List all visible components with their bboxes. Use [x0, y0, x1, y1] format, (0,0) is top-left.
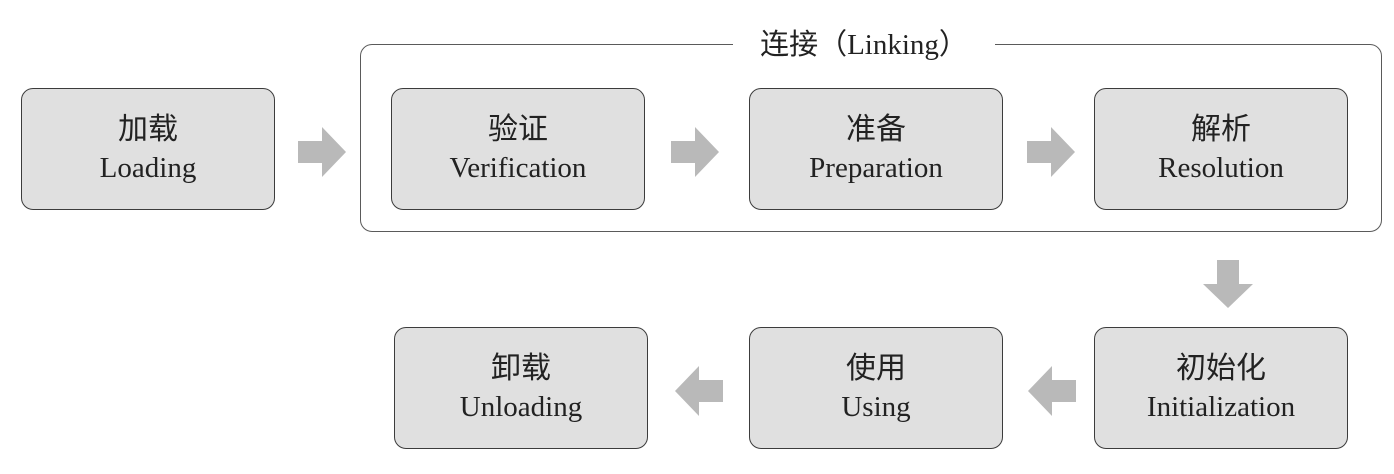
stage-using: 使用 Using [749, 327, 1003, 449]
stage-initialization: 初始化 Initialization [1094, 327, 1348, 449]
arrow-left-shape [1028, 366, 1076, 416]
arrow-down-shape [1203, 260, 1253, 308]
stage-verification-en: Verification [449, 152, 587, 184]
linking-group-title: 连接（Linking） [733, 24, 995, 66]
arrow-right-shape [1027, 127, 1075, 177]
stage-loading: 加载 Loading [21, 88, 275, 210]
stage-loading-zh: 加载 [118, 113, 178, 146]
stage-verification: 验证 Verification [391, 88, 645, 210]
arrow-down-icon [1203, 260, 1253, 308]
stage-using-en: Using [841, 391, 911, 423]
stage-preparation-zh: 准备 [846, 113, 906, 146]
stage-initialization-zh: 初始化 [1176, 352, 1266, 385]
arrow-right-icon [1027, 127, 1075, 177]
stage-initialization-en: Initialization [1146, 391, 1296, 423]
stage-preparation-en: Preparation [809, 152, 943, 184]
arrow-right-shape [671, 127, 719, 177]
stage-unloading-zh: 卸载 [491, 352, 551, 385]
stage-resolution: 解析 Resolution [1094, 88, 1348, 210]
stage-resolution-en: Resolution [1158, 152, 1284, 184]
arrow-right-icon [671, 127, 719, 177]
arrow-left-icon [675, 366, 723, 416]
stage-verification-zh: 验证 [488, 113, 548, 146]
stage-loading-en: Loading [99, 152, 197, 184]
stage-resolution-zh: 解析 [1191, 113, 1251, 146]
stage-unloading-en: Unloading [459, 391, 583, 423]
stage-unloading: 卸载 Unloading [394, 327, 648, 449]
arrow-left-shape [675, 366, 723, 416]
arrow-right-shape [298, 127, 346, 177]
stage-preparation: 准备 Preparation [749, 88, 1003, 210]
arrow-right-icon [298, 127, 346, 177]
stage-using-zh: 使用 [846, 352, 906, 385]
arrow-left-icon [1028, 366, 1076, 416]
